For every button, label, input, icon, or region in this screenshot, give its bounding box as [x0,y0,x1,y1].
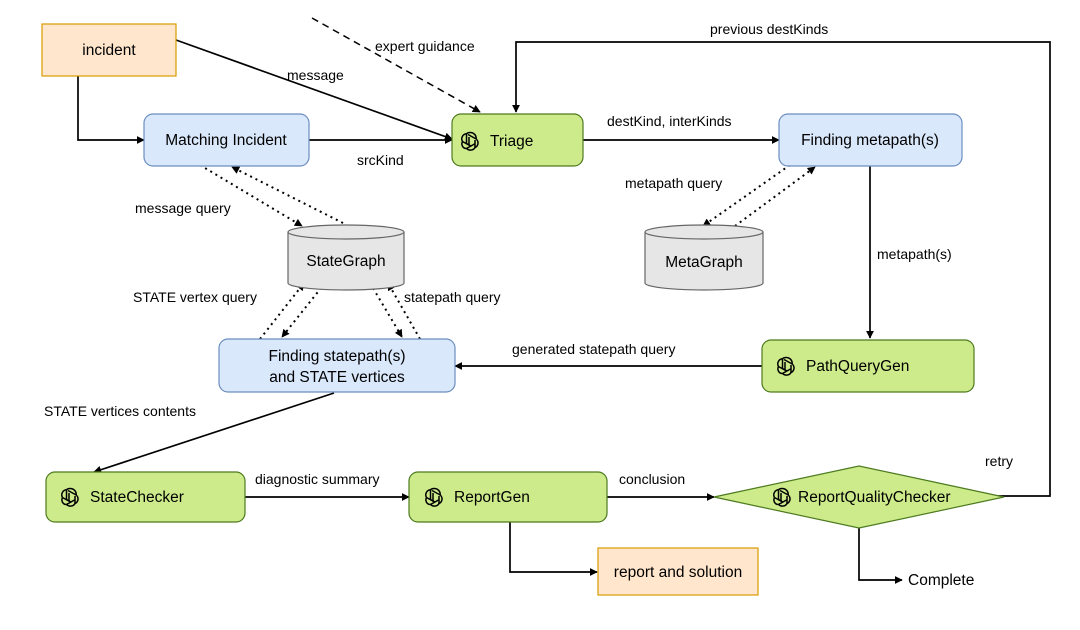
edge-state-vertex-query-up [259,282,305,340]
label-message-query: message query [135,200,231,216]
label-retry: retry [985,453,1013,469]
node-incident: incident [41,23,177,77]
label-state-vertices-contents: STATE vertices contents [44,403,196,419]
edge-message-query-down [199,164,303,227]
edge-metapath-query-up [734,166,816,227]
edge-incident-to-matching [77,76,145,144]
node-complete-label: Complete [908,572,974,589]
label-generated-statepath-query: generated statepath query [512,341,675,357]
edge-statepath-query-down [369,282,403,338]
node-report-and-solution: report and solution [597,547,759,596]
node-matching-incident: Matching Incident [143,113,310,167]
edge-state-vertices-contents [93,392,335,474]
node-statechecker: StateChecker [45,471,246,523]
node-statechecker-label: StateChecker [90,489,184,506]
node-finding-statepath: Finding statepath(s) and STATE vertices [218,338,456,393]
node-pathquerygen-label: PathQueryGen [806,358,909,375]
edge-state-vertex-query-down [281,282,326,338]
edge-expert-guidance [311,17,481,113]
node-finding-statepath-line1: Finding statepath(s) [269,348,406,365]
node-pathquerygen: PathQueryGen [761,339,975,393]
label-destkind-interkinds: destKind, interKinds [607,113,732,129]
label-conclusion: conclusion [619,471,685,487]
node-metagraph-label: MetaGraph [665,254,743,271]
edge-labels: expert guidance message previous destKin… [44,21,1013,487]
node-reportqualitychecker-label: ReportQualityChecker [798,489,950,506]
edge-to-complete [858,528,903,584]
node-finding-metapath: Finding metapath(s) [778,113,963,167]
edge-to-report [509,521,598,576]
node-reportgen: ReportGen [408,471,608,523]
node-incident-label: incident [82,42,136,59]
node-triage-label: Triage [490,133,533,150]
label-statepath-query: statepath query [404,289,501,305]
node-reportgen-label: ReportGen [454,489,530,506]
label-previous-destkinds: previous destKinds [710,21,828,37]
label-metapath-query: metapath query [625,175,722,191]
label-state-vertex-query: STATE vertex query [133,289,257,305]
node-stategraph: StateGraph [287,224,405,291]
node-finding-statepath-line2: and STATE vertices [269,369,405,386]
label-expert-guidance: expert guidance [375,38,475,54]
edge-retry-loop [512,41,1051,497]
label-diagnostic-summary: diagnostic summary [255,471,380,487]
node-finding-metapath-label: Finding metapath(s) [801,132,939,149]
node-reportqualitychecker: ReportQualityChecker [713,465,1005,529]
edge-message-query-up [231,166,344,224]
node-metagraph: MetaGraph [644,224,764,291]
label-srckind: srcKind [357,152,404,168]
node-report-and-solution-label: report and solution [614,564,742,581]
node-matching-incident-label: Matching Incident [165,132,287,149]
edges [77,17,1051,584]
edge-message [175,39,453,141]
label-metapaths: metapath(s) [877,246,952,262]
node-triage: Triage [451,113,584,167]
node-stategraph-label: StateGraph [306,253,385,270]
label-message: message [287,67,344,83]
